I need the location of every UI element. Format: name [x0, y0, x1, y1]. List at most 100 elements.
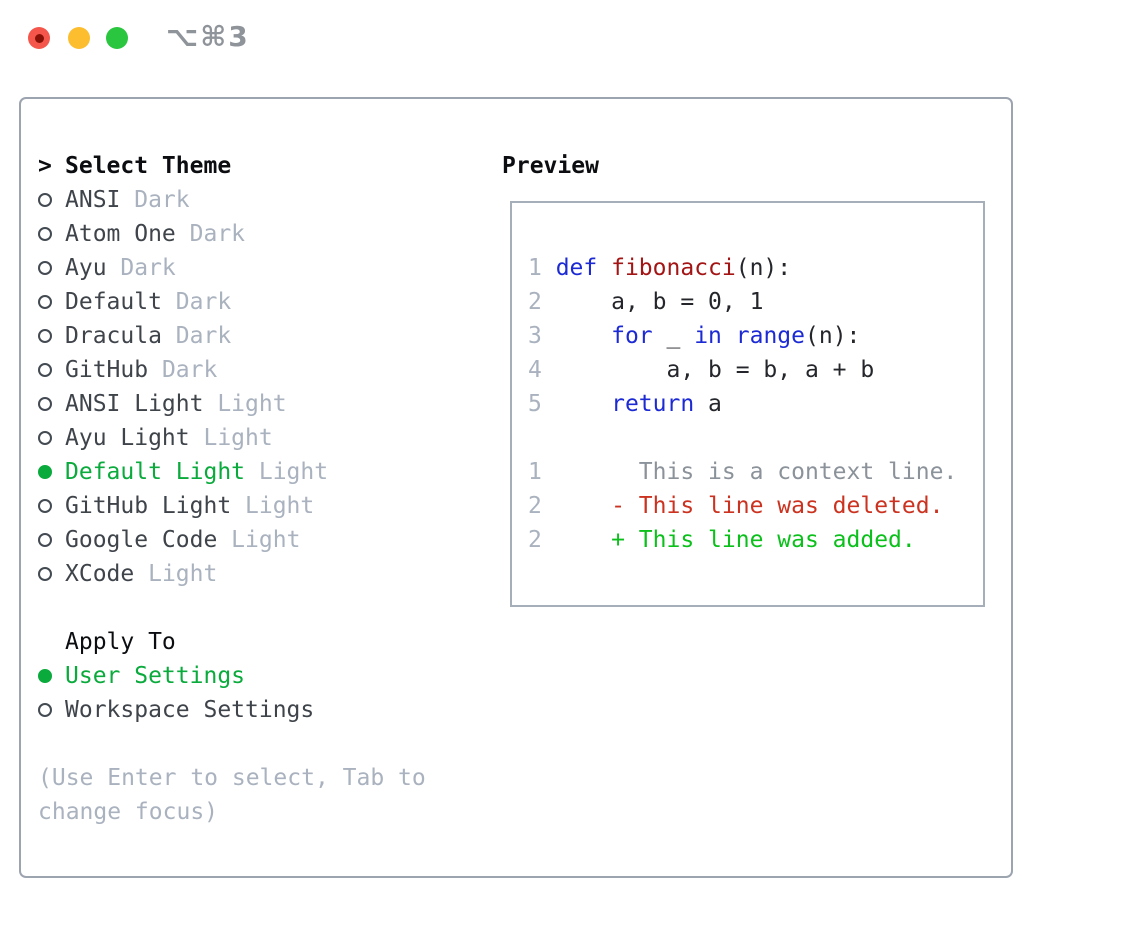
radio-icon [38, 567, 52, 581]
radio-icon [38, 227, 52, 241]
apply-to-title: Apply To [65, 629, 176, 655]
code-line: 4 a, b = b, a + b [528, 353, 983, 387]
close-button[interactable] [28, 27, 50, 49]
line-number: 2 [528, 527, 556, 553]
radio-icon [38, 465, 52, 479]
theme-name: Dracula [65, 323, 162, 349]
theme-variant: Light [217, 527, 301, 553]
radio-icon [38, 397, 52, 411]
theme-variant: Dark [175, 221, 246, 247]
theme-name: GitHub Light [65, 493, 232, 519]
theme-option[interactable]: GitHub Dark [38, 353, 498, 387]
line-number: 4 [528, 357, 556, 383]
line-number: 2 [528, 493, 556, 519]
theme-option[interactable]: Google Code Light [38, 523, 498, 557]
code-line: 1 This is a context line. [528, 455, 983, 489]
apply-to-option[interactable]: Workspace Settings [38, 693, 498, 727]
radio-icon [38, 193, 52, 207]
line-number: 1 [528, 459, 556, 485]
theme-option[interactable]: Dracula Dark [38, 319, 498, 353]
code-line [528, 421, 983, 455]
spacer [38, 591, 498, 625]
hint-text: (Use Enter to select, Tab to change focu… [38, 765, 426, 825]
theme-option[interactable]: Ayu Light Light [38, 421, 498, 455]
preview-box: 1 def fibonacci(n): 2 a, b = 0, 1 3 for … [510, 201, 985, 607]
theme-option[interactable]: Default Light Light [38, 455, 498, 489]
select-theme-header: > Select Theme [38, 149, 498, 183]
theme-variant: Light [231, 493, 315, 519]
radio-icon [38, 261, 52, 275]
select-theme-title: Select Theme [65, 153, 232, 179]
theme-option[interactable]: Default Dark [38, 285, 498, 319]
theme-option[interactable]: ANSI Light Light [38, 387, 498, 421]
theme-name: Ayu [65, 255, 107, 281]
preview-code-lines: 1 def fibonacci(n): 2 a, b = 0, 1 3 for … [528, 251, 983, 557]
line-number [528, 425, 556, 451]
theme-name: Google Code [65, 527, 218, 553]
line-number: 2 [528, 289, 556, 315]
theme-name: ANSI Light [65, 391, 204, 417]
theme-name: Ayu Light [65, 425, 190, 451]
code-line: 2 + This line was added. [528, 523, 983, 557]
line-content: for _ in range(n): [611, 323, 861, 349]
theme-name: Default Light [65, 459, 246, 485]
cursor-prefix: > [38, 153, 52, 179]
line-content: return a [611, 391, 722, 417]
preview-header: Preview [502, 153, 599, 179]
apply-to-option-label: User Settings [65, 663, 246, 689]
code-line: 2 a, b = 0, 1 [528, 285, 983, 319]
theme-name: XCode [65, 561, 135, 587]
line-number: 5 [528, 391, 556, 417]
line-content: a, b = b, a + b [555, 357, 875, 383]
theme-name: Default [65, 289, 162, 315]
minimize-button[interactable] [68, 27, 90, 49]
theme-option[interactable]: Ayu Dark [38, 251, 498, 285]
code-line: 2 - This line was deleted. [528, 489, 983, 523]
window-title: ⌥⌘3 [166, 20, 250, 53]
radio-icon [38, 295, 52, 309]
radio-icon [38, 329, 52, 343]
theme-option[interactable]: Atom One Dark [38, 217, 498, 251]
unsaved-dot-icon [34, 33, 44, 43]
apply-to-header: Apply To [38, 625, 498, 659]
line-content: a, b = 0, 1 [555, 289, 764, 315]
code-line: 1 def fibonacci(n): [528, 251, 983, 285]
theme-list-column: > Select Theme ANSI Dark Atom One Dark Ay… [38, 149, 498, 829]
theme-option[interactable]: GitHub Light Light [38, 489, 498, 523]
zoom-button[interactable] [106, 27, 128, 49]
apply-to-options-list: User Settings Workspace Settings [38, 659, 498, 727]
radio-icon [38, 363, 52, 377]
radio-icon [38, 533, 52, 547]
theme-variant: Dark [148, 357, 218, 383]
theme-option[interactable]: ANSI Dark [38, 183, 498, 217]
radio-icon [38, 669, 52, 683]
line-number: 3 [528, 323, 556, 349]
apply-to-option-label: Workspace Settings [65, 697, 315, 723]
theme-variant: Light [245, 459, 329, 485]
line-content: + This line was added. [555, 527, 916, 553]
line-number: 1 [528, 255, 556, 281]
theme-variant: Light [189, 425, 273, 451]
line-content: This is a context line. [555, 459, 958, 485]
radio-icon [38, 431, 52, 445]
theme-option[interactable]: XCode Light [38, 557, 498, 591]
apply-to-option[interactable]: User Settings [38, 659, 498, 693]
radio-icon [38, 499, 52, 513]
line-content: - This line was deleted. [555, 493, 944, 519]
theme-picker-panel: > Select Theme ANSI Dark Atom One Dark Ay… [19, 97, 1013, 878]
theme-name: ANSI [65, 187, 121, 213]
radio-icon [38, 703, 52, 717]
theme-name: GitHub [65, 357, 149, 383]
theme-name: Atom One [65, 221, 176, 247]
theme-options-list: ANSI Dark Atom One Dark Ayu Dark Default… [38, 183, 498, 591]
spacer [38, 727, 498, 761]
code-line: 3 for _ in range(n): [528, 319, 983, 353]
line-content: def fibonacci(n): [555, 255, 792, 281]
theme-variant: Dark [161, 289, 232, 315]
theme-variant: Dark [120, 187, 190, 213]
theme-variant: Light [203, 391, 287, 417]
titlebar: ⌥⌘3 [0, 0, 1140, 76]
theme-variant: Dark [106, 255, 176, 281]
theme-variant: Dark [161, 323, 232, 349]
